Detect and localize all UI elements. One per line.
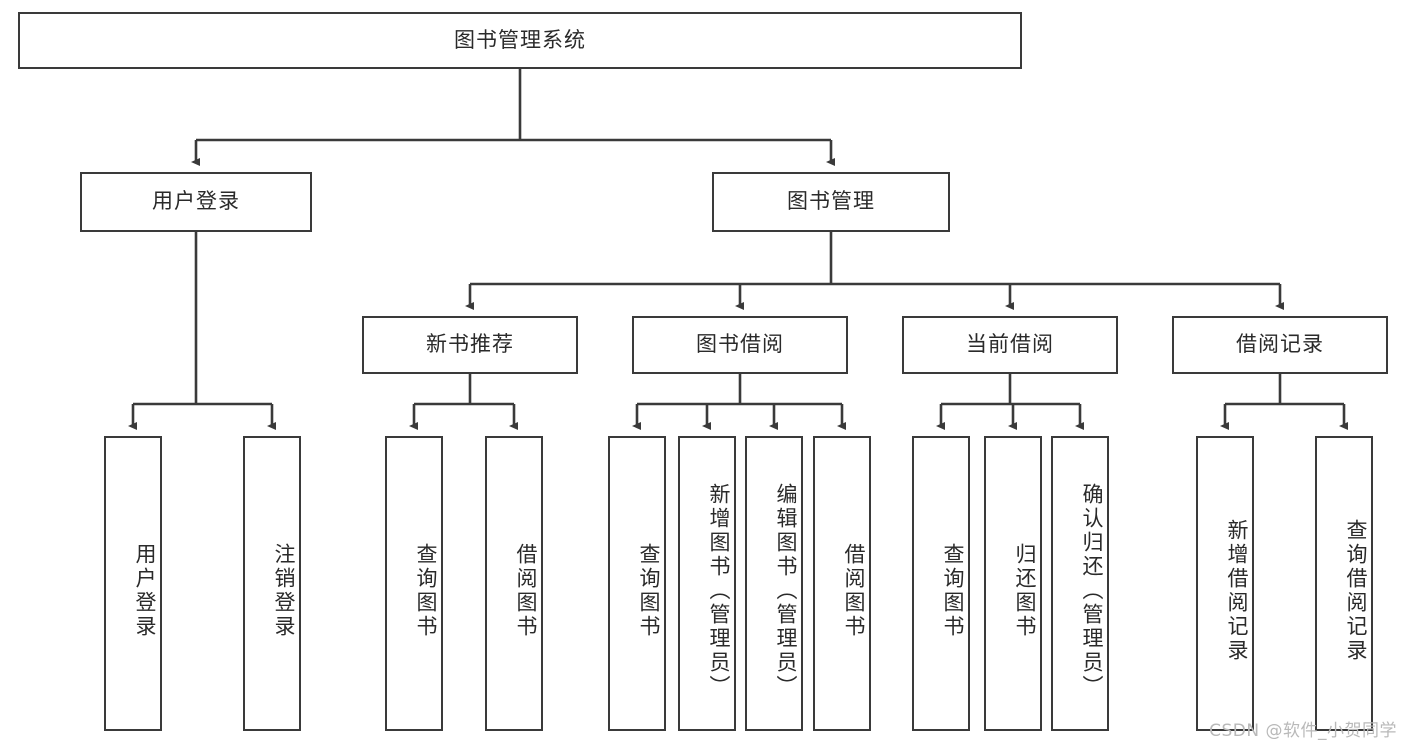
node-l_addrec[interactable]: 新增借阅记录	[1196, 436, 1254, 731]
node-l_logout[interactable]: 注销登录	[243, 436, 301, 731]
node-records[interactable]: 借阅记录	[1172, 316, 1388, 374]
node-label: 图书借阅	[696, 332, 784, 357]
node-l_queryrec[interactable]: 查询借阅记录	[1315, 436, 1373, 731]
node-l_query1[interactable]: 查询图书	[385, 436, 443, 731]
node-label: 图书管理	[787, 189, 875, 214]
node-l_confirm[interactable]: 确认归还（管理员）	[1051, 436, 1109, 731]
node-borrow[interactable]: 图书借阅	[632, 316, 848, 374]
node-newbook[interactable]: 新书推荐	[362, 316, 578, 374]
node-label: 新增借阅记录	[1225, 518, 1249, 663]
node-label: 用户登录	[133, 542, 157, 639]
node-l_login[interactable]: 用户登录	[104, 436, 162, 731]
node-label: 注销登录	[272, 542, 296, 639]
node-label: 新增图书（管理员）	[707, 482, 731, 699]
node-label: 查询借阅记录	[1344, 518, 1368, 663]
node-current[interactable]: 当前借阅	[902, 316, 1118, 374]
node-label: 归还图书	[1013, 542, 1037, 639]
node-l_query2[interactable]: 查询图书	[608, 436, 666, 731]
node-l_query3[interactable]: 查询图书	[912, 436, 970, 731]
node-bookmgmt[interactable]: 图书管理	[712, 172, 950, 232]
node-l_return[interactable]: 归还图书	[984, 436, 1042, 731]
watermark-text: CSDN @软件_小贺同学	[1209, 721, 1397, 741]
node-label: 新书推荐	[426, 332, 514, 357]
node-label: 确认归还（管理员）	[1080, 482, 1104, 699]
node-label: 借阅记录	[1236, 332, 1324, 357]
node-label: 当前借阅	[966, 332, 1054, 357]
node-label: 用户登录	[152, 189, 240, 214]
node-label: 借阅图书	[842, 542, 866, 639]
node-root[interactable]: 图书管理系统	[18, 12, 1022, 69]
node-login[interactable]: 用户登录	[80, 172, 312, 232]
node-label: 借阅图书	[514, 542, 538, 639]
node-l_borrow1[interactable]: 借阅图书	[485, 436, 543, 731]
node-label: 查询图书	[637, 542, 661, 639]
node-l_addbook[interactable]: 新增图书（管理员）	[678, 436, 736, 731]
node-label: 编辑图书（管理员）	[774, 482, 798, 699]
node-label: 查询图书	[414, 542, 438, 639]
node-l_editbook[interactable]: 编辑图书（管理员）	[745, 436, 803, 731]
node-l_borrow2[interactable]: 借阅图书	[813, 436, 871, 731]
node-label: 查询图书	[941, 542, 965, 639]
node-label: 图书管理系统	[454, 27, 586, 52]
